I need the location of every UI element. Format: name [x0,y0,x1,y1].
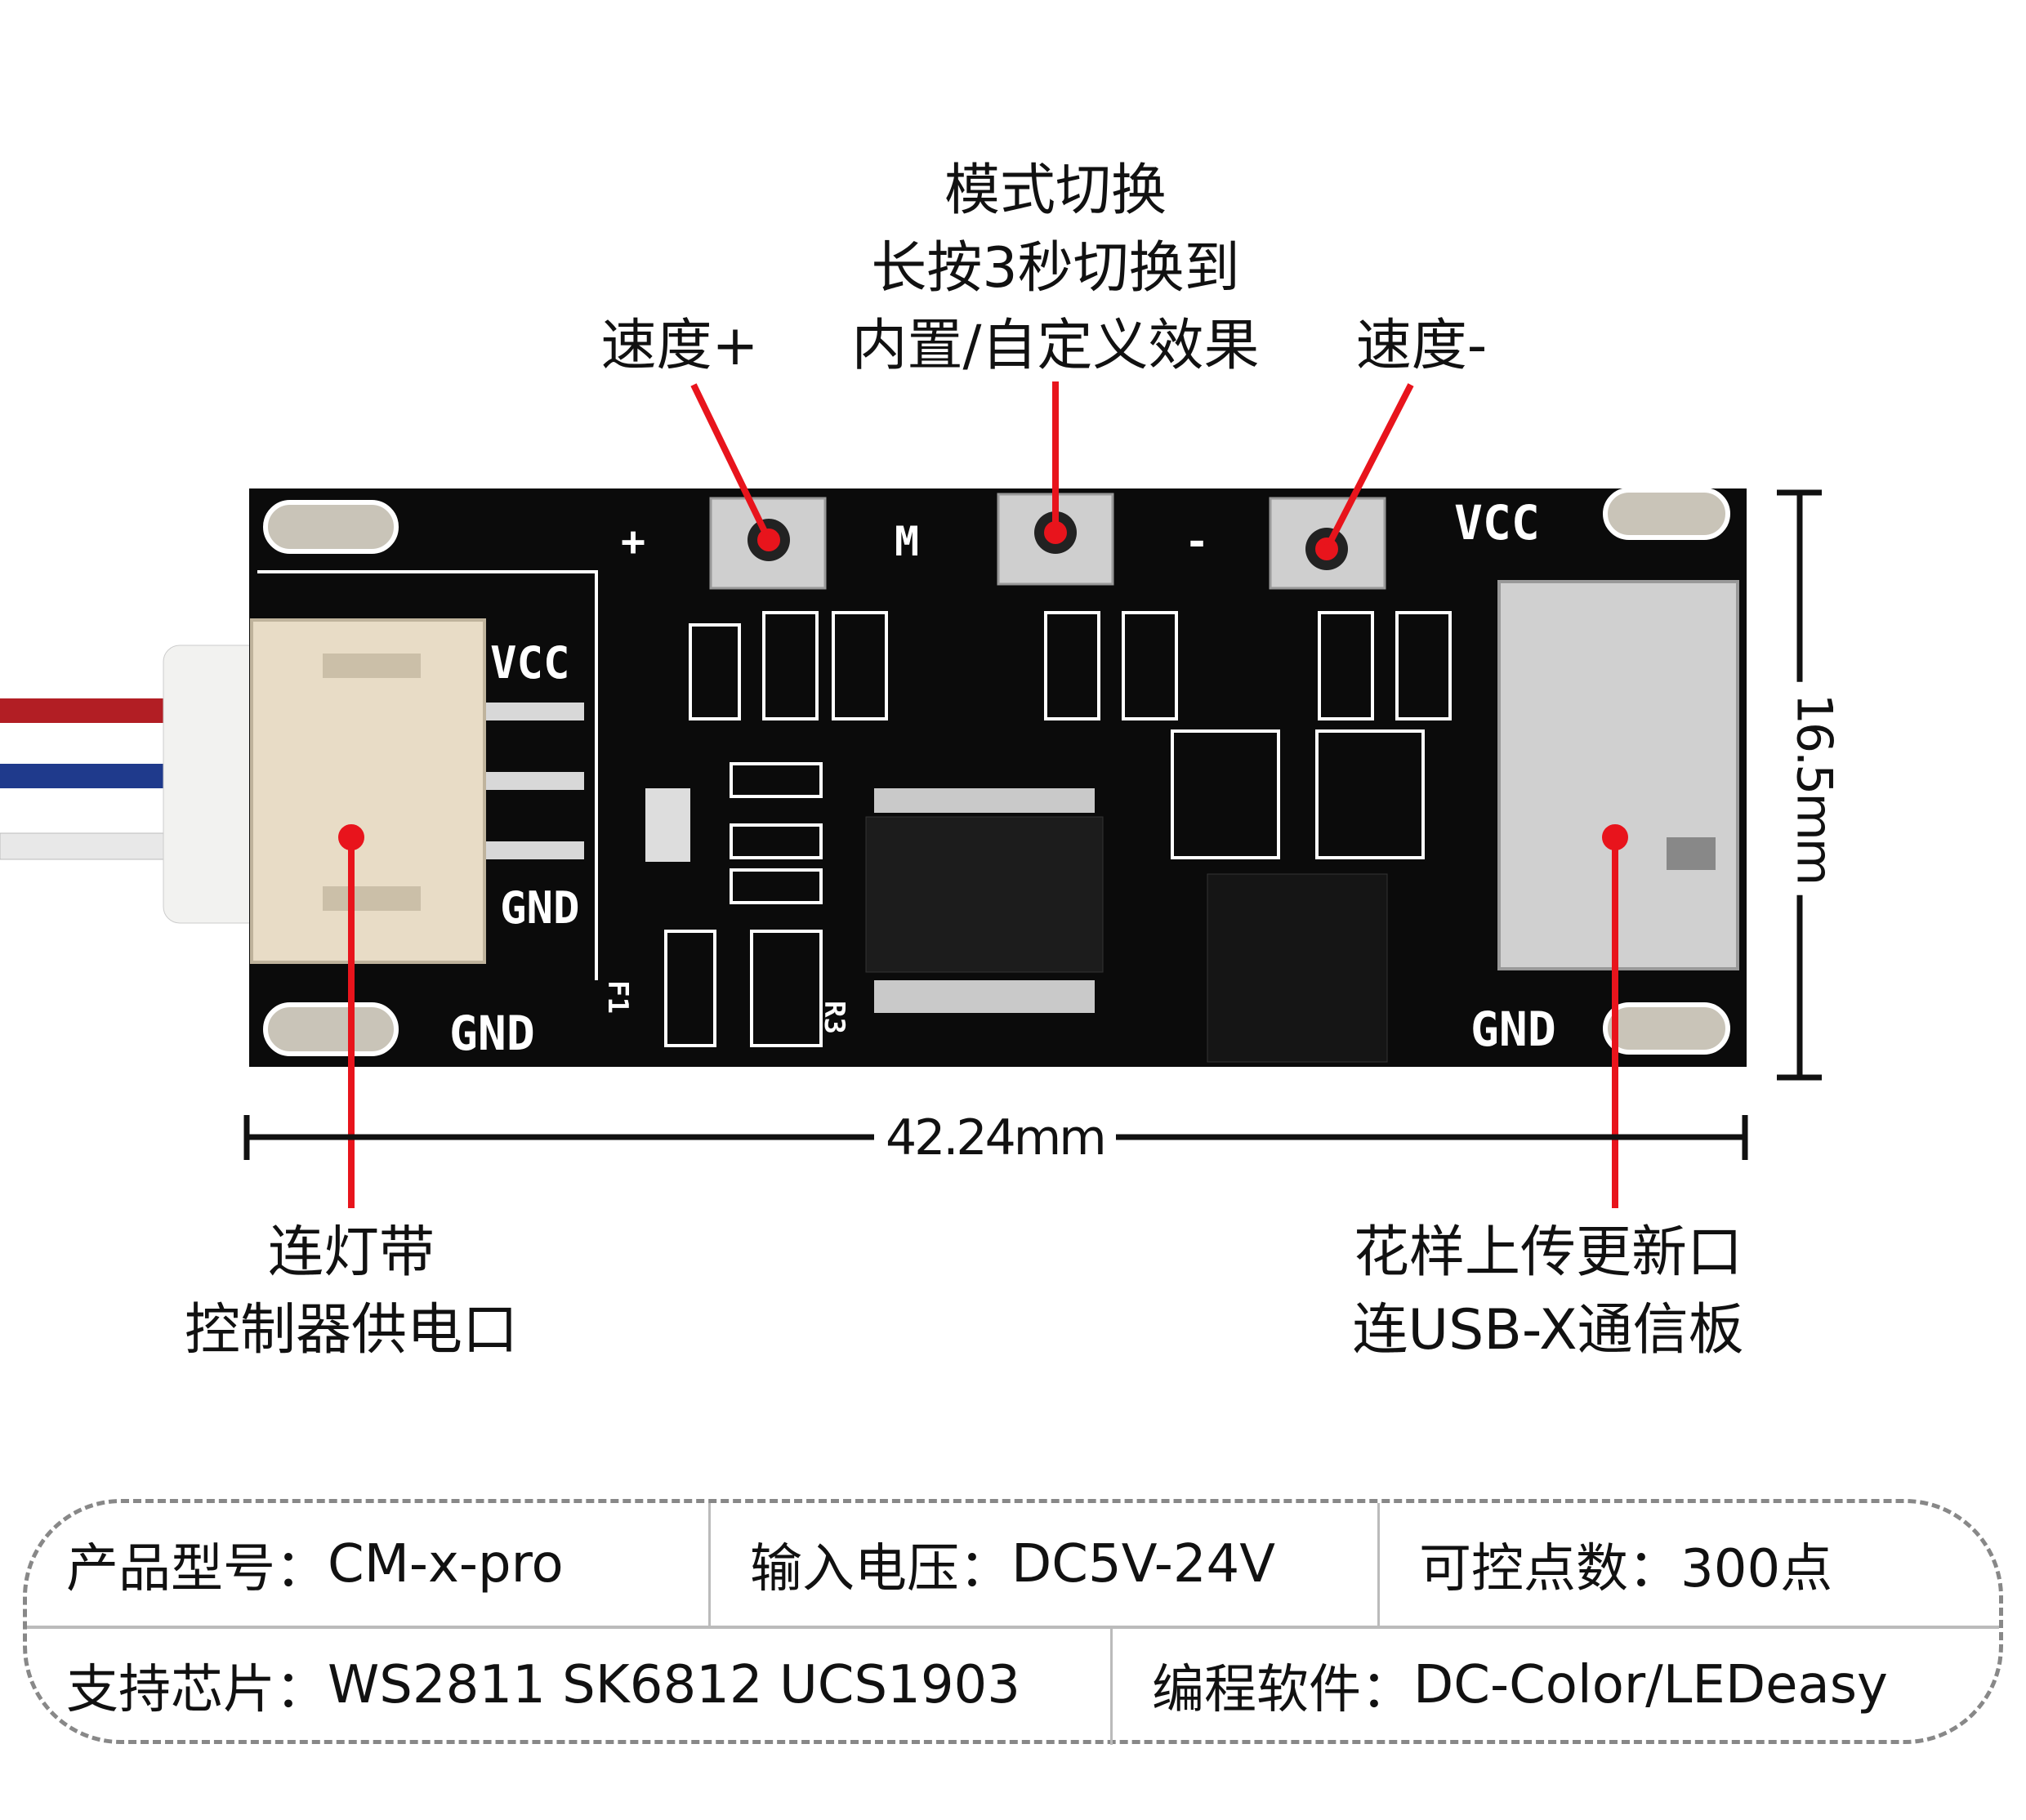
power-port-label-line1: 连灯带 [267,1220,435,1285]
spec-row: 支持芯片：WS2811 SK6812 UCS1903 编程软件：DC-Color… [27,1626,1999,1745]
spec-points: 可控点数：300点 [1377,1503,1999,1626]
power-port-label-line2: 控制器供电口 [184,1298,519,1363]
mode-label-line2: 长按3秒切换到 [871,236,1240,301]
silk-vcc-right: VCC [1454,495,1540,551]
silk-minus: - [1185,518,1209,565]
memory-chip [1207,873,1388,1063]
spec-key: 输入电压： [750,1539,1011,1599]
spec-key: 可控点数： [1419,1539,1680,1599]
spec-key: 产品型号： [66,1539,328,1599]
silk-r3: R3 [818,1001,850,1034]
silk-gnd-bottom: GND [449,1006,535,1061]
spec-row: 产品型号：CM-x-pro 输入电压：DC5V-24V 可控点数：300点 [27,1503,1999,1629]
spec-key: 支持芯片： [66,1660,328,1720]
silk-mode: M [895,518,919,565]
mounting-holes [263,488,1730,1056]
pointer-lines [338,381,1628,1208]
speed-up-label: 速度+ [600,314,759,378]
silk-gnd-right: GND [1470,1001,1556,1057]
mode-label-line1: 模式切换 [944,158,1167,223]
spec-value: WS2811 SK6812 UCS1903 [328,1655,1020,1715]
spec-table: 产品型号：CM-x-pro 输入电压：DC5V-24V 可控点数：300点 支持… [23,1499,2003,1745]
spec-chips: 支持芯片：WS2811 SK6812 UCS1903 [27,1626,1110,1745]
silk-vcc-left: VCC [490,637,570,689]
spec-value: DC5V-24V [1011,1534,1276,1595]
spec-value: 300点 [1680,1539,1833,1599]
silk-gnd-left: GND [500,882,580,934]
width-dimension: 42.24mm [874,1109,1116,1166]
spec-software: 编程软件：DC-Color/LEDeasy [1110,1626,1999,1745]
usb-port-label-line1: 花样上传更新口 [1353,1220,1743,1285]
silk-f1: F1 [601,980,634,1014]
spec-voltage: 输入电压：DC5V-24V [708,1503,1377,1626]
wires [0,645,270,924]
spec-model: 产品型号：CM-x-pro [27,1503,708,1626]
mode-label-line3: 内置/自定义效果 [851,314,1260,378]
silk-plus: + [621,518,645,565]
height-dimension: 16.5mm [1785,681,1843,895]
spec-value: DC-Color/LEDeasy [1413,1655,1888,1715]
spec-key: 编程软件： [1152,1660,1413,1720]
spec-value: CM-x-pro [328,1534,564,1595]
controller-chip [865,816,1104,973]
usb-port-label-line2: 连USB-X通信板 [1352,1298,1744,1363]
speed-down-label: 速度- [1355,314,1488,378]
